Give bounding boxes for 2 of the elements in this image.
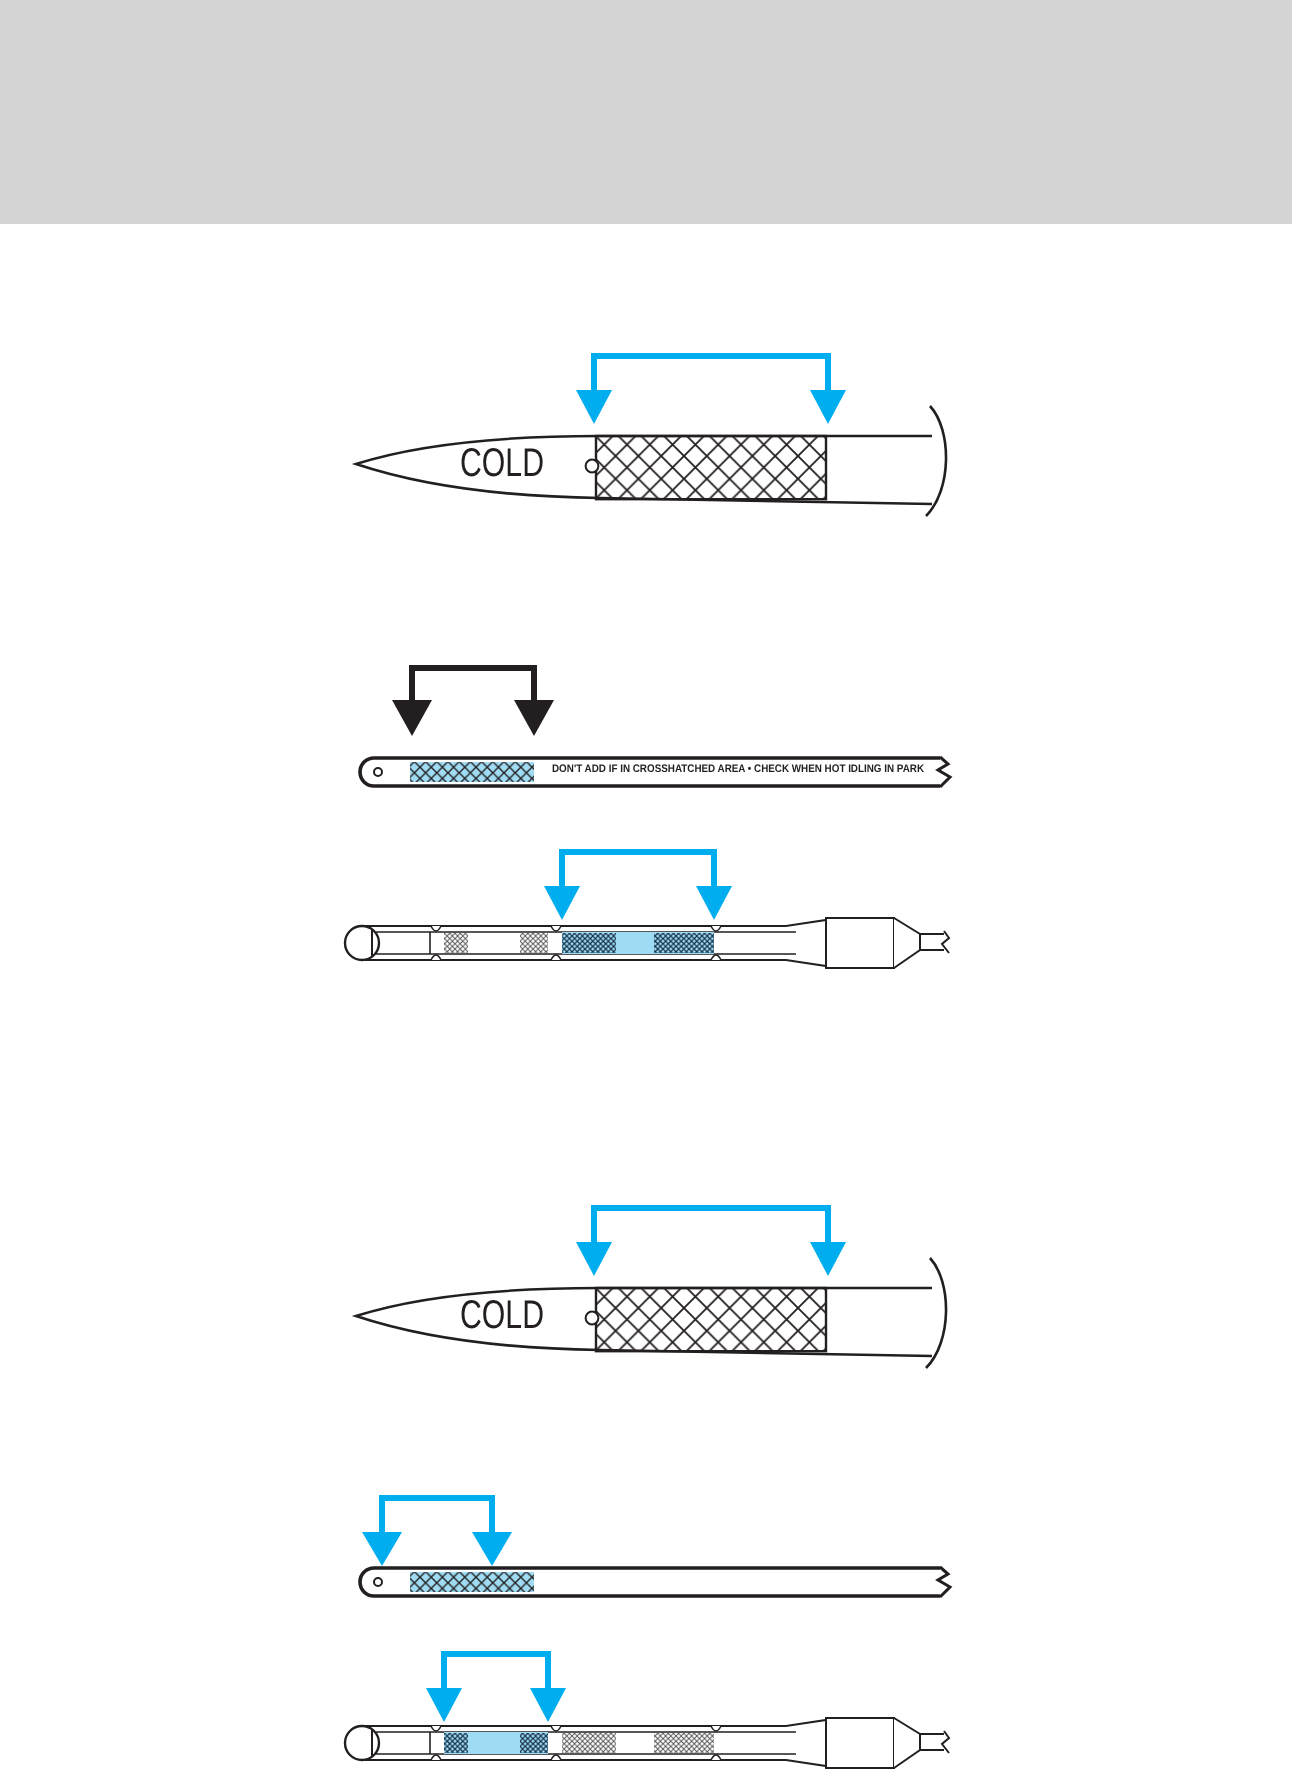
printed-marking: COLD [460, 1296, 544, 1336]
printed-marking: COLD [460, 444, 544, 484]
